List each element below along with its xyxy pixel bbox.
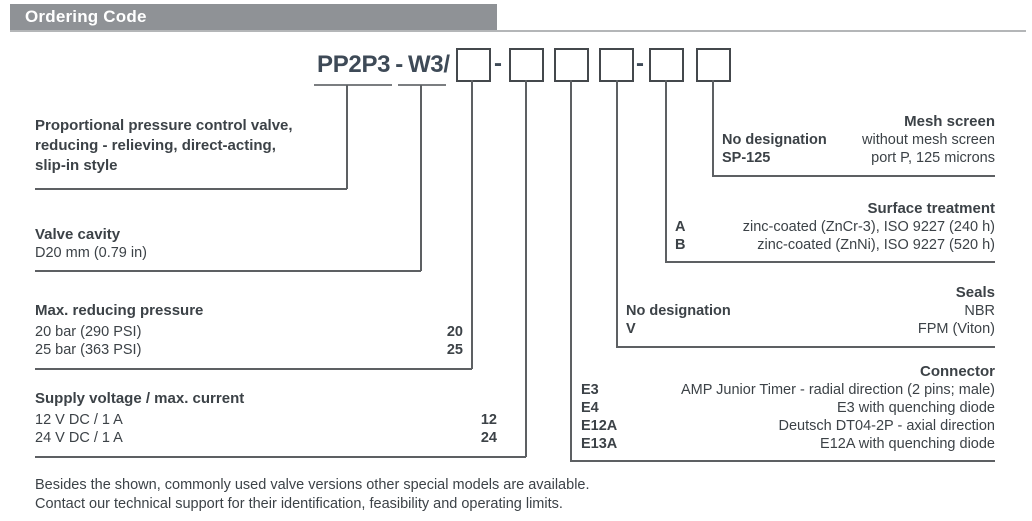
connector-line [35,188,347,190]
option-code: No designation [626,303,731,319]
option-code: E13A [581,436,618,452]
option-row: E3 AMP Junior Timer - radial direction (… [581,381,995,399]
valve-cavity-section: Valve cavity D20 mm (0.79 in) [35,226,147,262]
option-row: SP-125 port P, 125 microns [722,149,995,167]
connector-line [665,80,667,262]
page-title: Ordering Code [25,7,147,26]
option-row: 24 V DC / 1 A 24 [35,429,497,447]
option-desc: port P, 125 microns [871,150,995,166]
connector-line [35,456,526,458]
connector-line [570,460,995,462]
family-underline [314,84,392,86]
code-box-seals [599,48,634,82]
code-box-connector [554,48,589,82]
model-code-size: W3/ [407,51,450,78]
max-pressure-title: Max. reducing pressure [35,302,204,319]
option-desc: 25 bar (363 PSI) [35,342,142,358]
option-desc: AMP Junior Timer - radial direction (2 p… [680,382,995,398]
option-row: V FPM (Viton) [626,320,995,338]
option-row: 20 bar (290 PSI) 20 [35,323,463,341]
connector-line [570,80,572,461]
option-code: A [675,219,686,235]
footnote-line: Contact our technical support for their … [35,496,563,512]
connector-line [35,270,421,272]
option-code: No designation [722,132,827,148]
section-header-bar: Ordering Code [10,4,497,30]
option-desc: Deutsch DT04-2P - axial direction [778,418,995,434]
mesh-screen-section: Mesh screen No designation without mesh … [722,113,995,167]
valve-description-line: slip-in style [35,157,118,174]
code-box-voltage [509,48,544,82]
option-desc: E3 with quenching diode [836,400,995,416]
option-code: E4 [581,400,599,416]
option-row: E4 E3 with quenching diode [581,399,995,417]
option-code: 20 [446,324,463,340]
option-row: 25 bar (363 PSI) 25 [35,341,463,359]
option-row: B zinc-coated (ZnNi), ISO 9227 (520 h) [675,236,995,254]
connector-line [712,80,714,176]
code-box-mesh [696,48,731,82]
model-code-family: PP2P3 [317,51,391,78]
connector-line [712,175,995,177]
option-desc: 20 bar (290 PSI) [35,324,142,340]
option-code: 24 [480,430,497,446]
connector-line [525,80,527,457]
option-code: E3 [581,382,599,398]
option-row: A zinc-coated (ZnCr-3), ISO 9227 (240 h) [675,218,995,236]
connector-line [471,80,473,369]
valve-description-line: reducing - relieving, direct-acting, [35,137,276,154]
option-code: V [626,321,636,337]
surface-treatment-title: Surface treatment [867,200,995,217]
option-desc: 24 V DC / 1 A [35,430,123,446]
connector-section: Connector E3 AMP Junior Timer - radial d… [581,363,995,453]
code-box-pressure [456,48,491,82]
valve-description: Proportional pressure control valve, red… [35,116,293,176]
option-code: B [675,237,686,253]
connector-line [616,346,995,348]
option-desc: zinc-coated (ZnNi), ISO 9227 (520 h) [757,237,995,253]
footnote: Besides the shown, commonly used valve v… [35,476,590,514]
option-desc: zinc-coated (ZnCr-3), ISO 9227 (240 h) [742,219,995,235]
connector-line [346,85,348,189]
option-desc: 12 V DC / 1 A [35,412,123,428]
connector-line [616,80,618,347]
option-row: No designation without mesh screen [722,131,995,149]
option-row: 12 V DC / 1 A 12 [35,411,497,429]
valve-cavity-value: D20 mm (0.79 in) [35,245,148,261]
connector-line [35,368,472,370]
seals-title: Seals [955,284,995,301]
max-pressure-section: Max. reducing pressure 20 bar (290 PSI) … [35,302,463,359]
option-code: 25 [446,342,463,358]
model-code-separator: - [395,51,403,78]
option-row: E12A Deutsch DT04-2P - axial direction [581,417,995,435]
size-underline [398,84,446,86]
code-dash-1: - [494,50,502,77]
surface-treatment-section: Surface treatment A zinc-coated (ZnCr-3)… [675,200,995,254]
seals-section: Seals No designation NBR V FPM (Viton) [626,284,995,338]
supply-voltage-section: Supply voltage / max. current 12 V DC / … [35,390,497,447]
option-desc: NBR [964,303,995,319]
option-code: E12A [581,418,618,434]
footnote-line: Besides the shown, commonly used valve v… [35,477,590,493]
code-box-surface [649,48,684,82]
supply-voltage-title: Supply voltage / max. current [35,390,245,407]
model-code: PP2P3-W3/ [317,51,450,79]
connector-line [665,261,995,263]
option-row: No designation NBR [626,302,995,320]
option-desc: E12A with quenching diode [820,436,995,452]
option-desc: FPM (Viton) [917,321,995,337]
code-dash-2: - [636,50,644,77]
option-desc: without mesh screen [862,132,995,148]
option-code: SP-125 [722,150,771,166]
connector-line [420,85,422,271]
valve-cavity-title: Valve cavity [35,226,121,243]
header-rule [10,30,1026,32]
valve-description-line: Proportional pressure control valve, [35,117,293,134]
option-row: E13A E12A with quenching diode [581,435,995,453]
mesh-screen-title: Mesh screen [904,113,995,130]
option-code: 12 [480,412,497,428]
connector-title: Connector [920,363,995,380]
